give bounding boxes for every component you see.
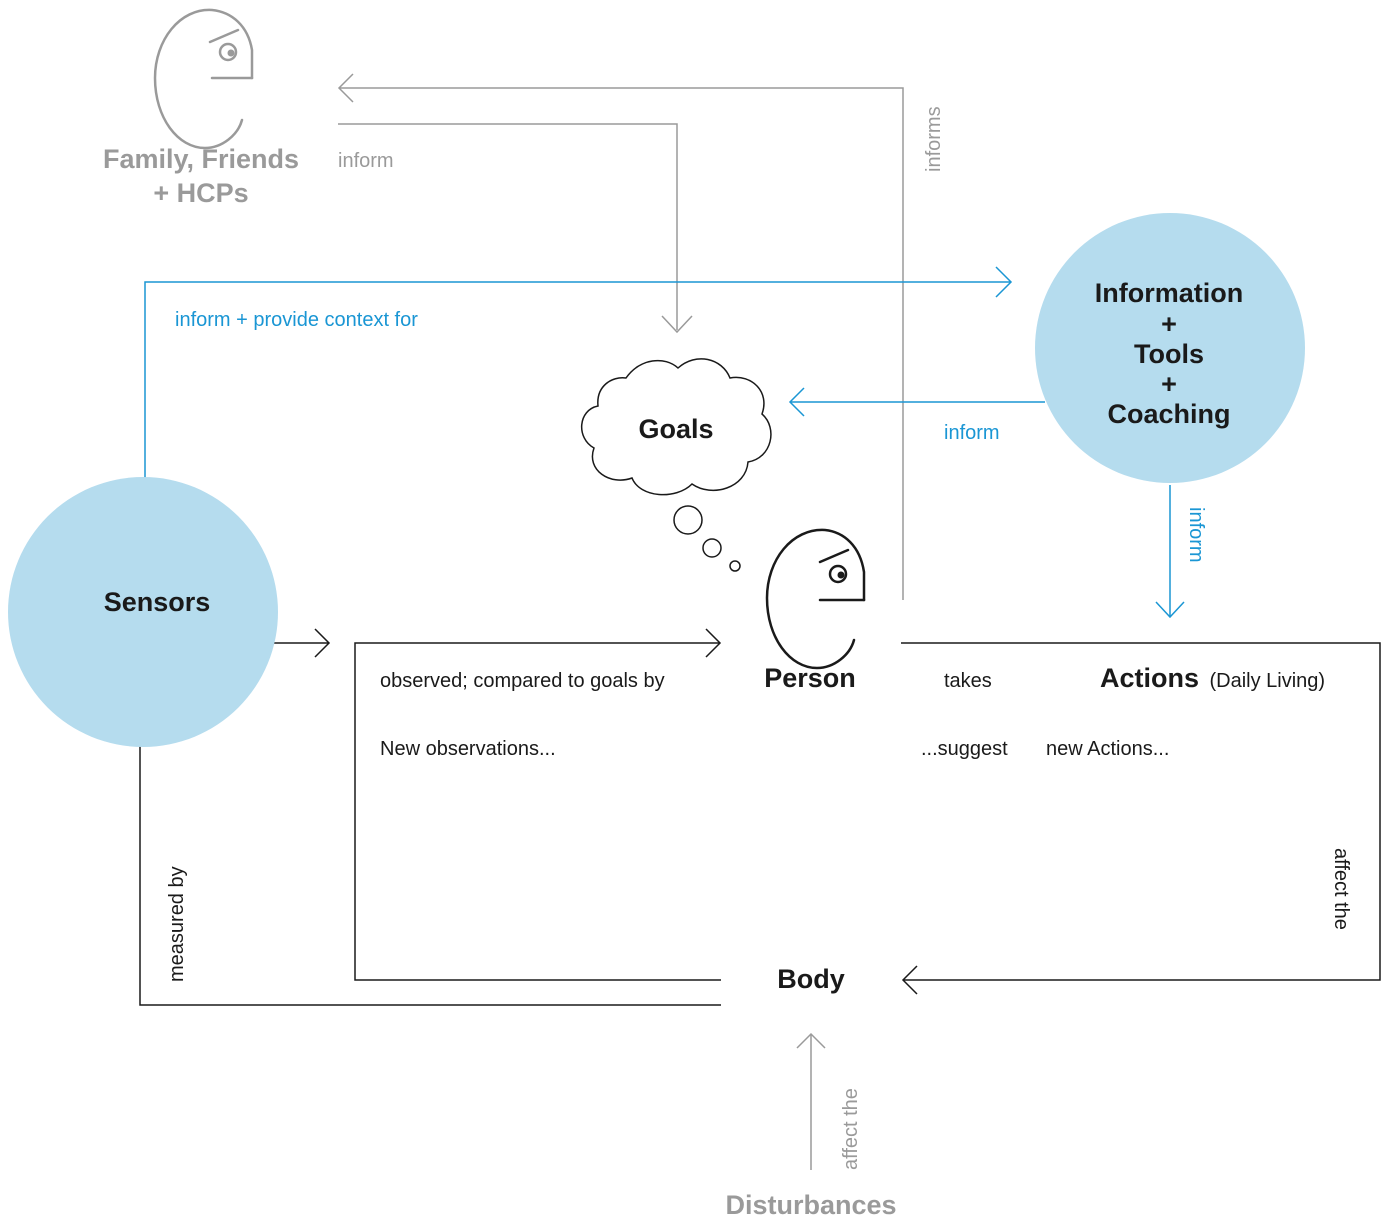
info-actions-label: inform xyxy=(1185,507,1207,563)
measured-by-arrowhead xyxy=(314,628,331,658)
face-icon xyxy=(765,528,866,670)
family-inform-connector xyxy=(338,123,678,330)
affect-the-right-label: affect the xyxy=(1330,848,1352,930)
actions-title: Actions xyxy=(1100,663,1199,693)
suggest-label: ...suggest xyxy=(921,738,1008,760)
measured-by-label: measured by xyxy=(166,866,188,982)
new-observations-label: New observations... xyxy=(380,738,556,760)
sensors-context-connector xyxy=(144,281,1010,478)
sensors-context-label: inform + provide context for xyxy=(175,309,418,331)
information-label-line2: Tools xyxy=(1134,339,1204,369)
actions-loop xyxy=(901,642,1381,981)
thought-cloud-icon xyxy=(580,358,772,572)
takes-label: takes xyxy=(944,670,992,692)
goals-label: Goals xyxy=(638,414,713,444)
body-label: Body xyxy=(777,964,845,994)
family-inform-label: inform xyxy=(338,150,394,172)
disturbances-arrowhead xyxy=(796,1032,826,1049)
info-goals-arrowhead xyxy=(788,387,805,417)
disturbances-label: Disturbances xyxy=(725,1190,896,1220)
info-goals-label: inform xyxy=(944,422,1000,444)
informs-connector xyxy=(340,87,904,600)
connectors xyxy=(139,73,1381,1170)
observed-arrowhead xyxy=(705,628,722,658)
sensors-context-arrowhead xyxy=(995,266,1013,298)
observed-label: observed; compared to goals by xyxy=(380,670,665,692)
information-label-line3: Coaching xyxy=(1107,399,1230,429)
informs-label: informs xyxy=(923,106,945,172)
informs-arrowhead xyxy=(337,73,354,103)
sensors-label: Sensors xyxy=(104,587,211,617)
information-label: Information + Tools + Coaching xyxy=(1095,278,1244,429)
actions-label: Actions (Daily Living) xyxy=(1100,663,1325,693)
actions-subtitle: (Daily Living) xyxy=(1209,670,1325,692)
information-circle xyxy=(1035,213,1305,483)
sensors-circle xyxy=(8,477,278,747)
new-actions-label: new Actions... xyxy=(1046,738,1169,760)
family-inform-arrowhead xyxy=(661,315,693,334)
observed-loop xyxy=(354,642,721,981)
information-label-plus2: + xyxy=(1161,369,1177,399)
information-label-plus1: + xyxy=(1161,309,1177,339)
face-icon xyxy=(153,8,254,150)
family-label: Family, Friends + HCPs xyxy=(103,144,299,208)
affect-the-bottom-label: affect the xyxy=(840,1088,862,1170)
information-label-line1: Information xyxy=(1095,278,1244,308)
person-label: Person xyxy=(764,663,856,693)
actions-arrowhead xyxy=(901,965,918,995)
info-actions-arrowhead xyxy=(1155,601,1185,619)
family-label-line2: + HCPs xyxy=(153,178,248,208)
family-label-line1: Family, Friends xyxy=(103,144,299,174)
